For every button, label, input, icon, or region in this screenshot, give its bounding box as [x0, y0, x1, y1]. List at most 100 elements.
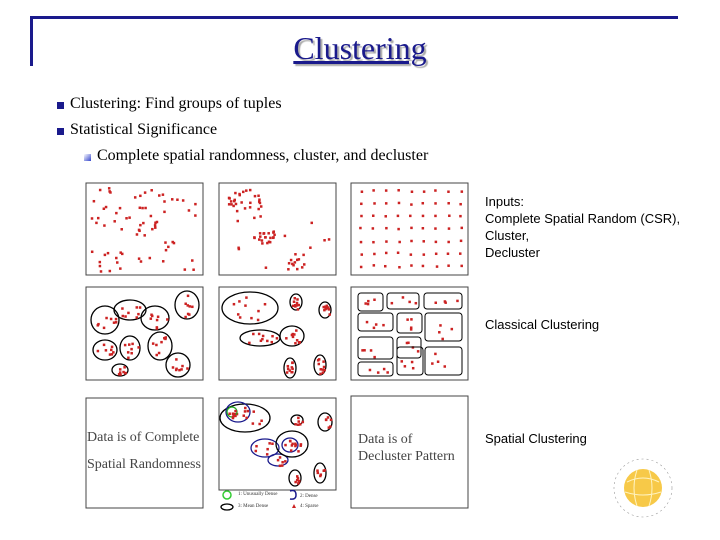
data-point — [421, 201, 425, 205]
data-point — [421, 214, 425, 218]
data-point — [401, 296, 405, 299]
data-point — [328, 313, 331, 316]
data-point — [261, 337, 264, 341]
data-point — [290, 444, 294, 447]
data-point — [108, 353, 112, 356]
sub-bullet-1: Complete spatial randomness, cluster, an… — [97, 147, 429, 164]
data-point — [409, 328, 413, 331]
data-point — [266, 447, 269, 451]
legend-4: 4: Sparse — [300, 504, 319, 509]
data-point — [447, 202, 450, 205]
data-point — [299, 444, 302, 447]
data-point — [258, 198, 261, 201]
data-point — [409, 326, 413, 329]
data-point — [96, 324, 100, 327]
data-point — [421, 227, 425, 230]
cluster-outline — [250, 438, 280, 458]
data-point — [300, 266, 304, 269]
data-point — [327, 308, 331, 311]
data-point — [448, 214, 451, 218]
data-point — [324, 418, 328, 422]
data-point — [273, 233, 276, 237]
data-point — [289, 258, 293, 262]
data-point — [233, 198, 236, 202]
data-point — [155, 343, 158, 347]
cluster-outline — [289, 293, 303, 311]
data-point — [139, 223, 142, 227]
data-point — [373, 355, 376, 359]
data-point — [192, 268, 195, 271]
data-point — [291, 335, 295, 339]
data-point — [446, 252, 450, 255]
data-point — [257, 207, 260, 211]
data-point — [194, 214, 197, 217]
data-point — [283, 234, 287, 238]
data-point — [327, 238, 331, 241]
legend-1: 1: Unusually Dense — [238, 492, 278, 497]
data-point — [110, 348, 113, 352]
data-point — [323, 239, 326, 242]
data-point — [92, 199, 96, 203]
legend-3: 3: Mean Dense — [238, 504, 269, 509]
data-point — [434, 202, 437, 205]
data-point — [410, 226, 413, 230]
data-point — [114, 321, 118, 324]
data-point — [234, 409, 237, 413]
data-point — [459, 239, 463, 243]
data-point — [98, 264, 102, 268]
csr-text-2: Spatial Randomness — [87, 457, 201, 472]
data-point — [98, 260, 102, 264]
data-point — [268, 240, 272, 244]
data-point — [248, 206, 252, 209]
cluster-outline — [290, 414, 304, 426]
data-point — [186, 294, 190, 298]
data-point — [238, 300, 241, 303]
data-point — [248, 341, 251, 345]
data-point — [186, 312, 190, 316]
data-point — [156, 315, 160, 319]
data-point — [294, 342, 297, 345]
cluster-outline — [111, 363, 129, 377]
data-point — [294, 253, 297, 256]
data-point — [231, 412, 235, 415]
data-point — [191, 305, 194, 309]
legend-mean-dense-icon — [220, 503, 234, 511]
cluster-outline — [113, 299, 147, 321]
data-point — [398, 240, 401, 244]
data-point — [322, 365, 326, 369]
data-point — [246, 409, 250, 413]
data-point — [260, 239, 264, 242]
data-point — [297, 450, 300, 453]
data-point — [267, 232, 270, 235]
data-point — [296, 267, 299, 271]
data-point — [297, 420, 300, 423]
data-point — [107, 187, 111, 190]
data-point — [110, 353, 114, 356]
data-point — [456, 299, 459, 303]
data-point — [181, 364, 184, 368]
data-point — [249, 201, 252, 205]
data-point — [410, 264, 413, 267]
data-point — [293, 333, 296, 336]
data-point — [109, 317, 113, 321]
cluster-outline — [267, 453, 289, 467]
data-point — [108, 269, 112, 273]
data-point — [137, 312, 140, 316]
data-point — [364, 302, 367, 305]
data-point — [373, 252, 376, 256]
data-point — [254, 449, 258, 453]
data-point — [384, 202, 388, 205]
data-point — [114, 317, 118, 321]
cluster-outline — [313, 462, 327, 484]
data-point — [443, 365, 447, 368]
data-point — [232, 302, 236, 306]
data-point — [194, 202, 197, 206]
slide-title: Clustering — [293, 30, 427, 66]
data-point — [227, 203, 231, 206]
data-point — [90, 250, 94, 254]
data-point — [435, 265, 439, 268]
data-point — [234, 202, 238, 206]
data-point — [386, 371, 389, 374]
cluster-outline — [357, 361, 394, 377]
